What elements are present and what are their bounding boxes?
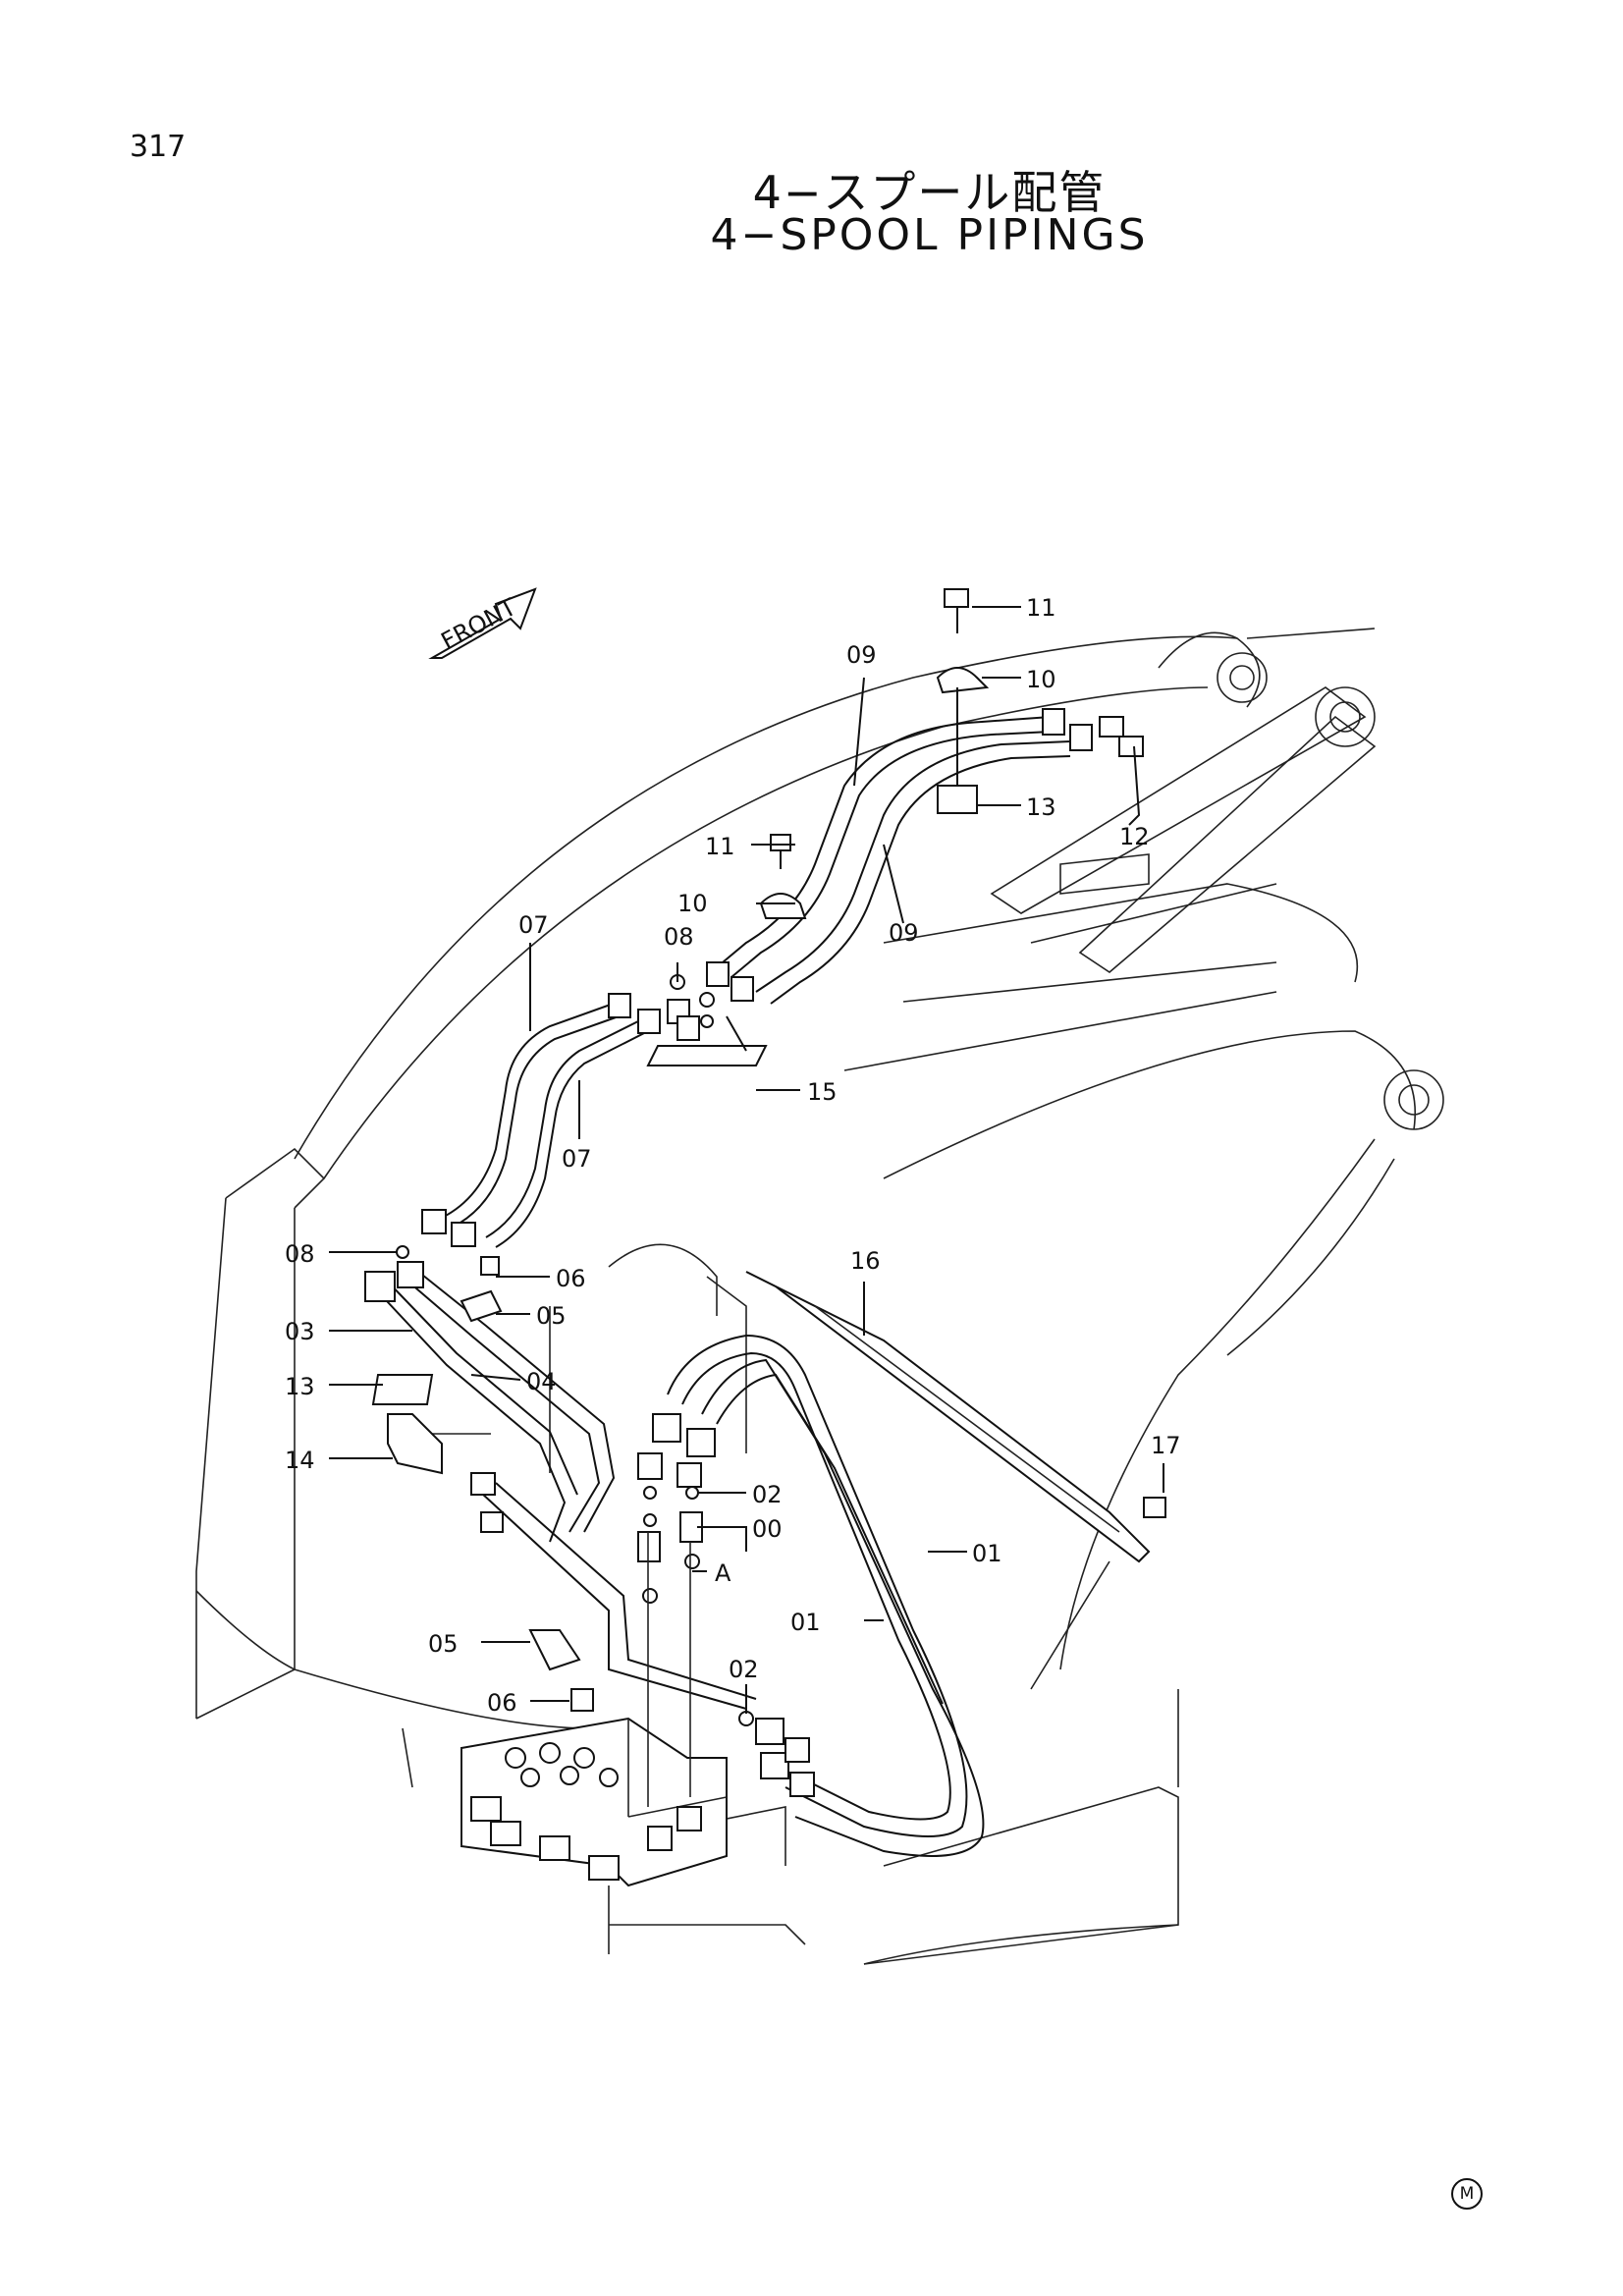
bolt-06-upper [480, 1256, 500, 1276]
title-japanese: 4−スプール配管 [0, 157, 1623, 222]
front-marker-label: FRONT [437, 593, 521, 655]
o-ring [643, 1513, 657, 1527]
leader-lines [329, 606, 1164, 1714]
pipe-nut [451, 1222, 476, 1247]
pipe-nut [676, 1015, 700, 1041]
o-ring [642, 1588, 658, 1604]
bolt-11-upper [944, 588, 969, 608]
elbow-fitting [1099, 716, 1124, 738]
pipe-nut [480, 1511, 504, 1533]
callout-09-top: 09 [846, 641, 877, 669]
plate-15 [646, 1045, 768, 1066]
pipe-nut [755, 1718, 784, 1745]
pipe-nut [421, 1209, 447, 1234]
page-number: 317 [130, 130, 187, 164]
pipe-nut [784, 1737, 810, 1763]
bolt-11-mid [770, 834, 791, 851]
callout-08-top: 08 [664, 923, 694, 951]
pipe-nut [470, 1472, 496, 1496]
callout-07-mid: 07 [562, 1145, 592, 1173]
callout-labels: 11 10 09 13 12 11 10 09 07 08 15 07 08 0… [285, 594, 1181, 1717]
pipe-nut [608, 993, 631, 1018]
callout-10-mid: 10 [677, 890, 708, 917]
callout-13-left: 13 [285, 1373, 315, 1400]
callout-15: 15 [807, 1078, 838, 1106]
bolt-17 [1143, 1497, 1166, 1518]
callout-11-mid: 11 [705, 833, 735, 860]
pipe-nut [364, 1271, 396, 1302]
pipe-nut [637, 1009, 661, 1034]
pipe-nut [789, 1772, 815, 1797]
title-english-text: 4−SPOOL PIPINGS [710, 210, 1149, 260]
block-13-left [371, 1374, 434, 1405]
o-ring [684, 1554, 700, 1569]
clamp-05-upper [460, 1289, 503, 1323]
title-english: 4−SPOOL PIPINGS [0, 210, 1623, 260]
pipe-nut [1042, 708, 1065, 736]
callout-14: 14 [285, 1447, 315, 1474]
control-valve [460, 1532, 728, 1954]
callout-04: 04 [526, 1368, 557, 1395]
cover-plate-16 [745, 1271, 1166, 1690]
callout-07-top: 07 [518, 911, 549, 939]
adapter-00 [637, 1531, 661, 1562]
pipe-nut [706, 961, 730, 987]
upper-pipes [441, 716, 1071, 1248]
callout-09-mid: 09 [889, 919, 919, 947]
callout-17: 17 [1151, 1432, 1181, 1459]
callout-05-upper: 05 [536, 1302, 567, 1330]
front-arrow-marker: FRONT [428, 587, 537, 659]
o-ring [685, 1486, 699, 1500]
callout-11-top: 11 [1026, 594, 1056, 622]
callout-A: A [715, 1559, 731, 1587]
o-ring [643, 1486, 657, 1500]
bolt-06-lower [570, 1688, 594, 1712]
pipe-nut [652, 1413, 681, 1443]
callout-00: 00 [752, 1515, 783, 1543]
elbow-nut [676, 1462, 702, 1488]
callout-03: 03 [285, 1318, 315, 1345]
upper-clamps [646, 588, 990, 1066]
right-loop-pipes [667, 1334, 985, 1857]
right-fittings [637, 1413, 815, 1797]
block-13-upper [937, 785, 978, 814]
o-ring [699, 992, 715, 1008]
o-ring [396, 1245, 409, 1259]
pipe-nut [686, 1428, 716, 1457]
o-ring [700, 1014, 714, 1028]
elbow-fitting [1118, 736, 1144, 757]
callout-01-right: 01 [972, 1540, 1002, 1567]
clamp-05-lower [528, 1629, 581, 1671]
callout-02-lower: 02 [729, 1656, 759, 1683]
callout-12: 12 [1119, 823, 1150, 850]
callout-05-lower: 05 [428, 1630, 459, 1658]
pipe-nut [397, 1261, 424, 1288]
callout-06-upper: 06 [556, 1265, 586, 1292]
callout-02-upper: 02 [752, 1481, 783, 1508]
clamp-10-upper [936, 667, 990, 694]
pipe-nut [730, 976, 754, 1002]
o-ring-02 [738, 1711, 754, 1726]
callout-08-left: 08 [285, 1240, 315, 1268]
footer-circle-mark: M [1451, 2178, 1483, 2210]
clamp-10-mid [759, 893, 807, 919]
left-pipes [372, 1266, 757, 1710]
callout-13-top: 13 [1026, 793, 1056, 821]
pipe-nut [760, 1752, 789, 1779]
machine-outline [195, 628, 1444, 1965]
title-japanese-text: 4−スプール配管 [752, 166, 1107, 219]
callout-10-top: 10 [1026, 666, 1056, 693]
callout-16: 16 [850, 1247, 881, 1275]
callout-01-left: 01 [790, 1609, 821, 1636]
upper-fittings [421, 708, 1144, 1247]
elbow-nut [637, 1452, 663, 1480]
left-fittings [364, 1245, 594, 1712]
callout-06-lower: 06 [487, 1689, 517, 1717]
bracket-14 [387, 1413, 443, 1475]
pipe-nut [1069, 724, 1093, 751]
